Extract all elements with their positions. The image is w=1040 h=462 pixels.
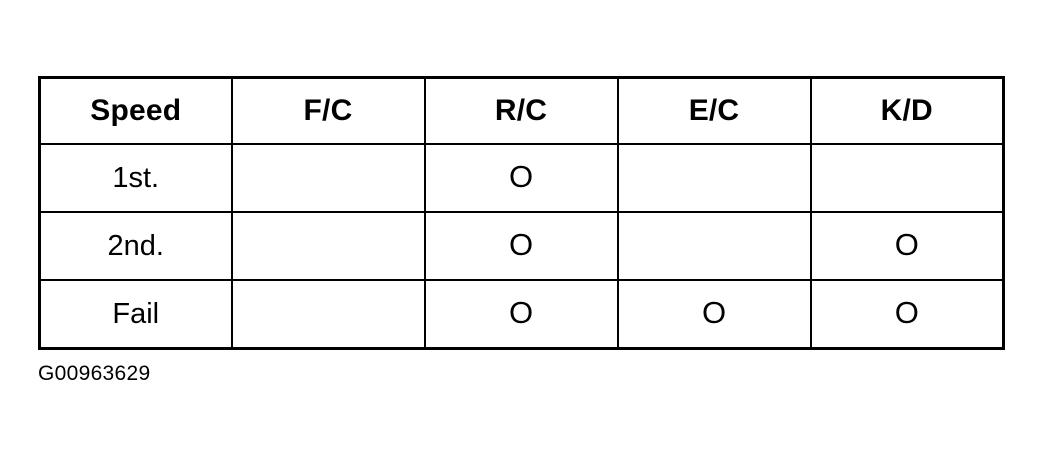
- column-header-ec: E/C: [616, 76, 812, 145]
- cell-fail-rc: O: [423, 279, 619, 350]
- figure-caption: G00963629: [38, 362, 151, 385]
- table-header-row: Speed F/C R/C E/C K/D: [38, 76, 1005, 145]
- column-header-fc: F/C: [230, 76, 426, 145]
- cell-2nd-kd: O: [809, 211, 1005, 281]
- cell-fail-ec: O: [616, 279, 812, 350]
- clutch-application-table: Speed F/C R/C E/C K/D 1st. O 2nd. O O: [38, 76, 1005, 350]
- application-mark: O: [508, 227, 534, 262]
- cell-1st-ec: [616, 143, 812, 213]
- column-header-rc: R/C: [423, 76, 619, 145]
- row-label-2nd: 2nd.: [38, 211, 233, 281]
- table-header: Speed F/C R/C E/C K/D: [38, 76, 1005, 145]
- table-row: Fail O O O: [38, 279, 1005, 350]
- cell-1st-rc: O: [423, 143, 619, 213]
- application-mark: O: [894, 295, 919, 330]
- cell-2nd-ec: [616, 211, 812, 281]
- table-body: 1st. O 2nd. O O Fail O O O: [38, 143, 1005, 350]
- row-label-1st: 1st.: [38, 143, 233, 213]
- application-mark: O: [508, 159, 534, 194]
- application-mark: O: [894, 227, 919, 262]
- cell-2nd-rc: O: [423, 211, 619, 281]
- cell-fail-kd: O: [809, 279, 1005, 350]
- row-label-fail: Fail: [38, 279, 233, 350]
- column-header-speed: Speed: [38, 76, 233, 145]
- cell-fail-fc: [230, 279, 426, 350]
- cell-1st-fc: [230, 143, 426, 213]
- application-mark: O: [701, 295, 727, 330]
- cell-1st-kd: [809, 143, 1005, 213]
- table-row: 1st. O: [38, 143, 1005, 213]
- table-row: 2nd. O O: [38, 211, 1005, 281]
- application-mark: O: [508, 295, 534, 330]
- column-header-kd: K/D: [809, 76, 1005, 145]
- cell-2nd-fc: [230, 211, 426, 281]
